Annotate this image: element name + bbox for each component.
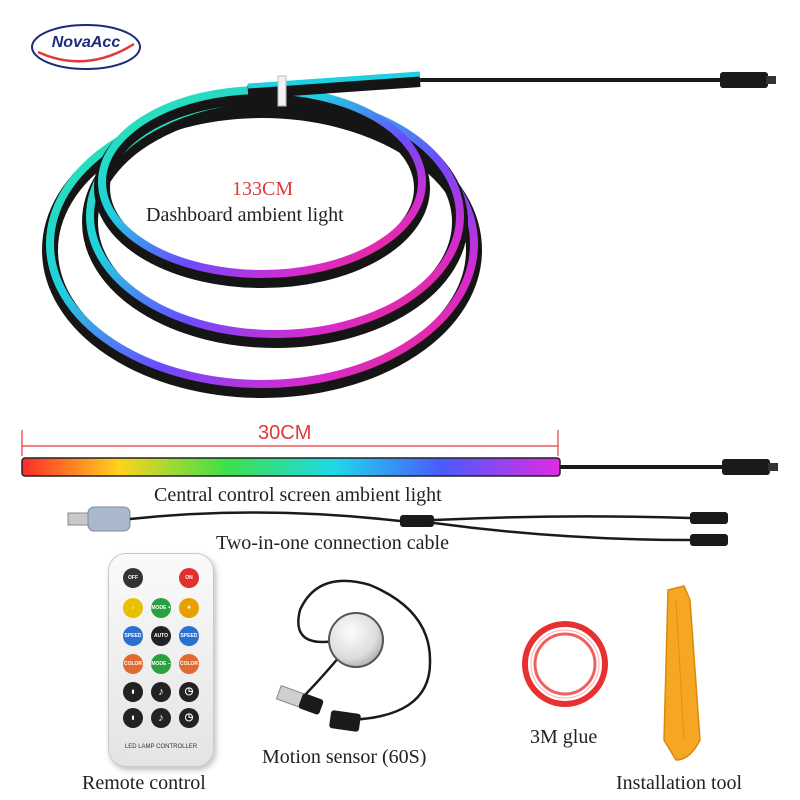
remote-button-speed-plus[interactable]: SPEED + [123,626,143,659]
dashboard-name-label: Dashboard ambient light [146,204,344,226]
installation-tool [663,585,701,761]
remote-button-auto[interactable]: AUTO [151,626,171,646]
remote-button-speed-minus[interactable]: SPEED − [179,626,199,659]
music-note-icon[interactable]: ♪ [151,682,171,702]
timer-icon[interactable]: ◷ [179,682,199,702]
glue-roll [522,621,608,707]
brand-logo: NovaAcc [30,22,142,72]
music-note-icon[interactable]: ♪ [151,708,171,728]
tool-name-label: Installation tool [616,772,743,794]
sensor-name-label: Motion sensor (60S) [262,746,427,768]
central-name-label: Central control screen ambient light [154,484,442,506]
logo-text: NovaAcc [51,34,121,51]
dashboard-light-coil [42,71,776,398]
remote-button-mode-plus[interactable]: MODE + [151,598,171,618]
remote-button-color-plus[interactable]: COLOR + [123,654,143,687]
glue-name-label: 3M glue [530,726,598,748]
remote-button-music-2[interactable]: ▮ [123,708,143,728]
remote-button-mode-minus[interactable]: MODE − [151,654,171,674]
remote-name-label: Remote control [82,772,206,794]
motion-sensor [275,579,432,732]
central-length-label: 30CM [258,422,312,444]
remote-button-brightness-up[interactable]: ☀ [179,598,199,618]
remote-button-color-minus[interactable]: COLOR − [179,654,199,687]
timer-icon[interactable]: ◷ [179,708,199,728]
remote-caption: LED LAMP CONTROLLER [124,744,198,750]
remote-button-music-1[interactable]: ▮ [123,682,143,702]
central-light-bar [21,457,778,477]
dimension-line [21,430,559,456]
logo-ellipse [31,24,141,70]
connection-cable [67,506,728,546]
dashboard-length-label: 133CM [232,178,294,200]
cable-name-label: Two-in-one connection cable [216,532,449,554]
remote-button-brightness-down[interactable]: ☼ [123,598,143,618]
remote-control: OFF ON ☼ MODE + ☀ SPEED + AUTO SPEED − C… [108,553,214,767]
remote-button-off[interactable]: OFF [123,568,143,588]
remote-button-on[interactable]: ON [179,568,199,588]
